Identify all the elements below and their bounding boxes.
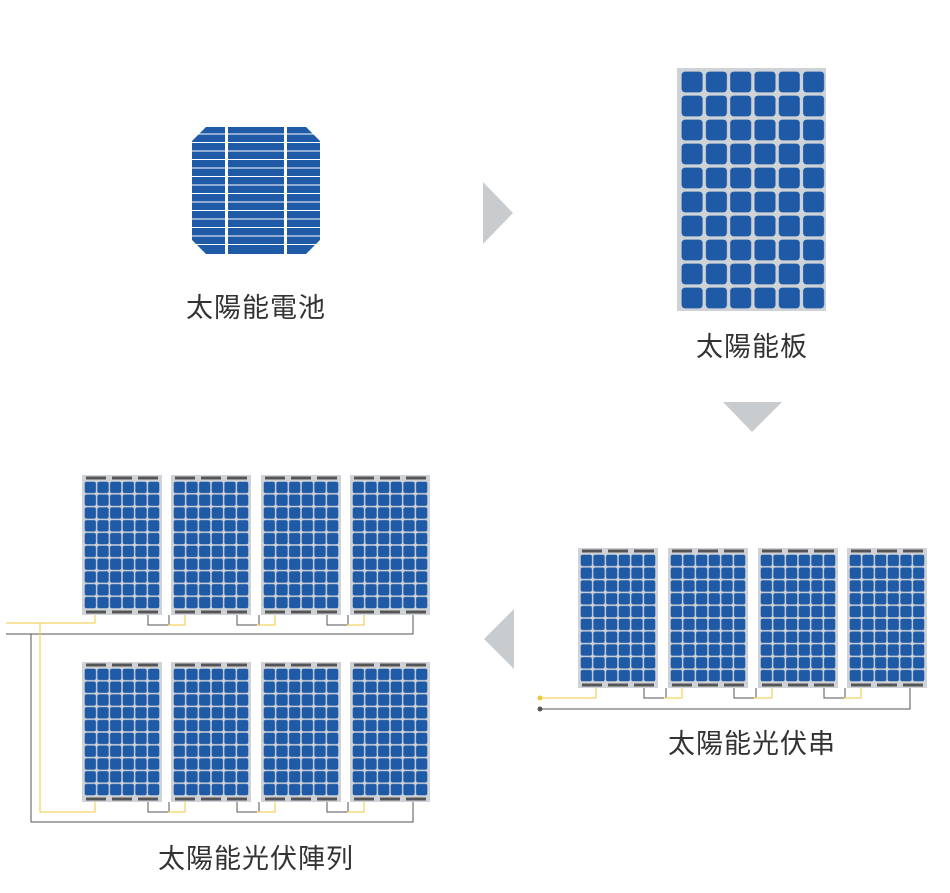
wire-yellow xyxy=(347,802,365,813)
wire-yellow xyxy=(6,615,96,624)
wire-dark xyxy=(326,615,349,626)
wire-dark xyxy=(823,688,846,699)
array-panel-bottom-4 xyxy=(350,662,430,802)
label-solar-panel: 太陽能板 xyxy=(696,332,808,363)
wire-dark xyxy=(733,688,757,699)
array-panel-top-3 xyxy=(261,475,341,615)
wire-dark xyxy=(236,802,260,813)
wire-dark xyxy=(236,615,260,626)
label-solar-array: 太陽能光伏陣列 xyxy=(158,844,354,875)
arrow-right-icon xyxy=(483,182,513,244)
solar-array-group xyxy=(6,475,430,823)
wire-dark xyxy=(643,688,667,699)
wire-dark xyxy=(326,802,349,813)
string-panel-3 xyxy=(758,548,838,688)
wire-dark xyxy=(147,615,170,626)
wire-dark xyxy=(540,688,911,710)
wire-dark xyxy=(6,615,414,635)
wire-yellow xyxy=(257,615,276,626)
wire-yellow xyxy=(844,688,862,699)
wire-yellow xyxy=(754,688,773,699)
wire-yellow xyxy=(347,615,365,626)
arrow-down-icon xyxy=(723,402,782,432)
solar-cell-icon xyxy=(192,127,320,254)
array-panel-bottom-2 xyxy=(171,662,251,802)
string-panel-4 xyxy=(847,548,927,688)
label-solar-cell: 太陽能電池 xyxy=(186,293,326,324)
wire-dark xyxy=(147,802,170,813)
wire-yellow xyxy=(168,802,186,813)
array-panel-top-4 xyxy=(350,475,430,615)
wire-yellow xyxy=(39,623,96,813)
array-panel-top-1 xyxy=(82,475,162,615)
wire-yellow xyxy=(168,615,186,626)
solar-string-group xyxy=(537,548,927,712)
wire-yellow xyxy=(540,688,597,699)
arrow-left-icon xyxy=(484,609,514,669)
wire-yellow xyxy=(257,802,276,813)
terminal-negative-icon xyxy=(537,706,543,712)
solar-panel-icon xyxy=(677,68,826,311)
wire-yellow xyxy=(664,688,683,699)
string-panel-1 xyxy=(578,548,658,688)
array-panel-bottom-3 xyxy=(261,662,341,802)
string-panel-2 xyxy=(668,548,748,688)
array-panel-bottom-1 xyxy=(82,662,162,802)
wire-dark xyxy=(30,634,414,823)
label-solar-string: 太陽能光伏串 xyxy=(668,729,836,760)
array-panel-top-2 xyxy=(171,475,251,615)
terminal-positive-icon xyxy=(537,695,543,701)
